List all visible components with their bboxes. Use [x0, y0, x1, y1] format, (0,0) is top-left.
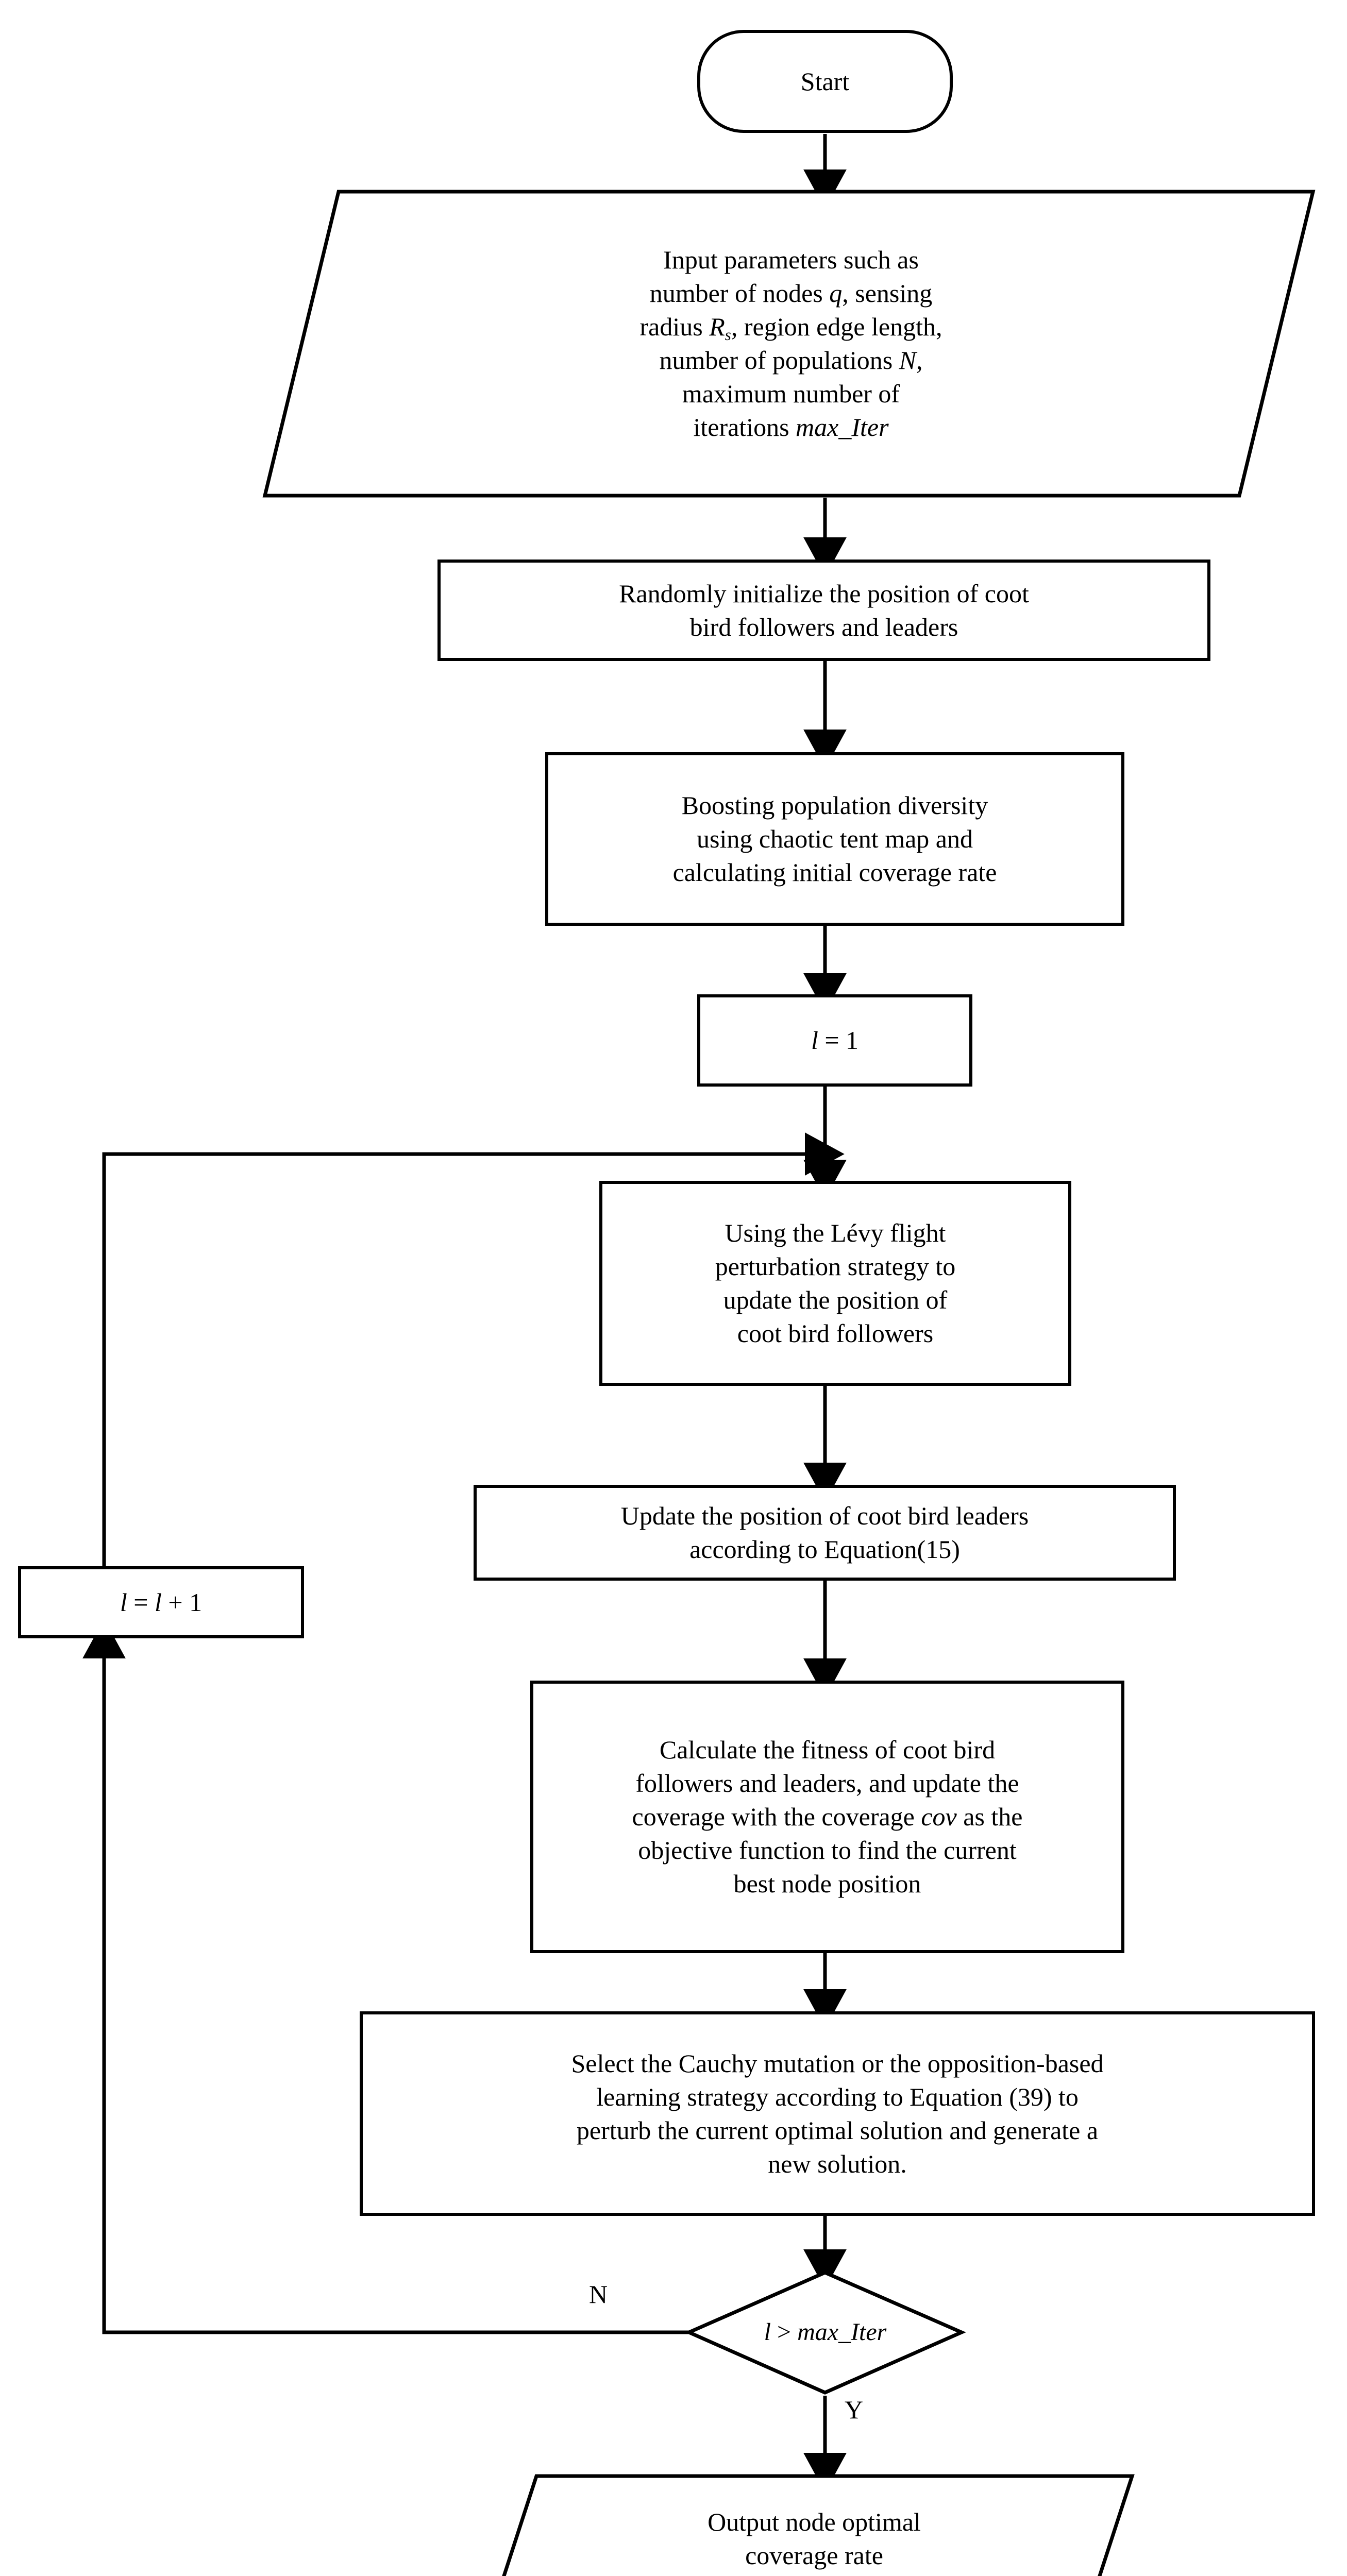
node-input-parameters[interactable]: Input parameters such as number of nodes… [330, 192, 1252, 496]
edge-label-yes-text: Y [845, 2395, 864, 2424]
node-cauchy-mutation[interactable]: Select the Cauchy mutation or the opposi… [360, 2011, 1315, 2216]
node-decision-max-iter[interactable]: l > max_Iter [689, 2273, 962, 2393]
edge-label-no-text: N [589, 2280, 608, 2309]
node-start[interactable]: Start [697, 30, 953, 133]
node-input-parameters-label: Input parameters such as number of nodes… [639, 245, 942, 442]
node-update-leaders[interactable]: Update the position of coot bird leaders… [474, 1485, 1176, 1581]
node-random-initialize-label: Randomly initialize the position of coot… [619, 579, 1029, 641]
node-l-equals-1[interactable]: l = 1 [697, 994, 972, 1087]
node-l-equals-1-label: l = 1 [811, 1026, 859, 1055]
node-increment-l[interactable]: l = l + 1 [18, 1566, 304, 1638]
edge-label-no: N [589, 2281, 608, 2307]
edge-label-yes: Y [845, 2397, 863, 2422]
node-calculate-fitness[interactable]: Calculate the fitness of coot bird follo… [530, 1681, 1124, 1953]
node-random-initialize[interactable]: Randomly initialize the position of coot… [437, 560, 1210, 661]
node-cauchy-mutation-label: Select the Cauchy mutation or the opposi… [571, 2048, 1104, 2178]
node-start-label: Start [800, 66, 850, 96]
node-calculate-fitness-label: Calculate the fitness of coot bird follo… [632, 1735, 1023, 1898]
node-decision-max-iter-label: l > max_Iter [764, 2318, 887, 2346]
decision-shape [684, 2270, 966, 2395]
node-update-leaders-label: Update the position of coot bird leaders… [620, 1501, 1029, 1564]
node-increment-l-label: l = l + 1 [120, 1587, 203, 1617]
edge-decision-no-to-incr [82, 1619, 693, 2334]
io-shape-input [262, 190, 1316, 498]
edge-incr-to-loop-join [102, 1132, 845, 1566]
io-shape-output [502, 2474, 1135, 2576]
